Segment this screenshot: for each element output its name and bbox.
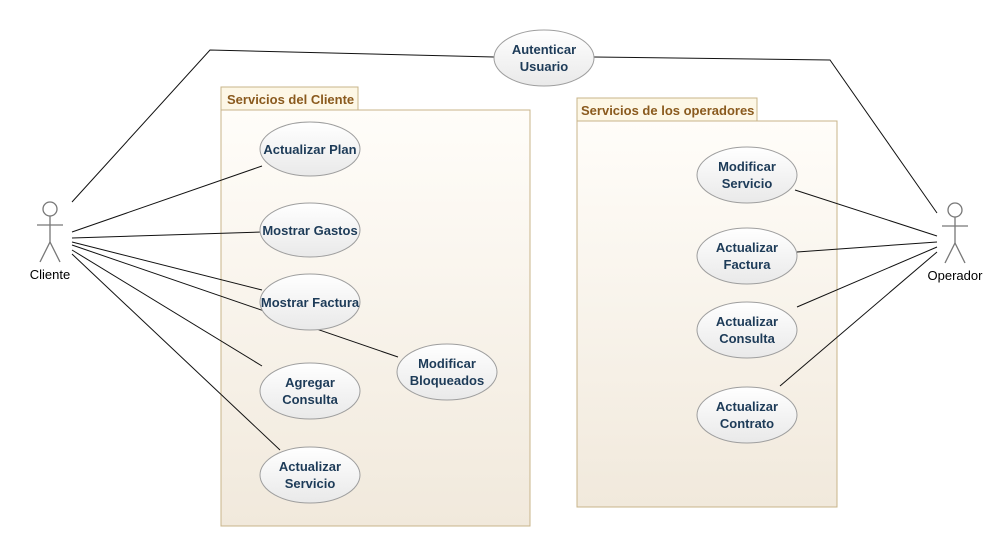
use-case-label-line2: Bloqueados: [410, 373, 484, 388]
use-case-label: Mostrar Factura: [261, 295, 360, 310]
use-case-label-line1: Actualizar: [716, 240, 778, 255]
association-cliente-actualizar-servicio: [71, 253, 281, 451]
use-case-actualizar-contrato[interactable]: Actualizar Contrato: [696, 386, 798, 444]
use-case-ellipse: [396, 343, 498, 401]
associations: [71, 49, 938, 451]
association-operador-actualizar-contrato: [779, 251, 938, 387]
use-case-actualizar-factura[interactable]: Actualizar Factura: [696, 227, 798, 285]
package-tab: [576, 97, 758, 122]
use-case-modificar-servicio[interactable]: Modificar Servicio: [696, 146, 798, 204]
use-case-mostrar-gastos[interactable]: Mostrar Gastos: [259, 202, 361, 258]
package-title: Servicios de los operadores: [581, 103, 754, 118]
use-case-label-line1: Modificar: [418, 356, 476, 371]
use-case-label-line1: Modificar: [718, 159, 776, 174]
use-case-label-line1: Actualizar: [279, 459, 341, 474]
use-case-autenticar-usuario[interactable]: Autenticar Usuario: [493, 29, 595, 87]
use-case-ellipse: [259, 362, 361, 420]
use-case-label: Mostrar Gastos: [262, 223, 357, 238]
use-case-modificar-bloqueados[interactable]: Modificar Bloqueados: [396, 343, 498, 401]
use-case-ellipse: [696, 227, 798, 285]
association-cliente-mostrar-gastos: [71, 231, 263, 239]
association-cliente-agregar-consulta: [71, 249, 263, 367]
use-case-label-line2: Consulta: [719, 331, 775, 346]
actor-label: Cliente: [30, 267, 70, 282]
use-case-label-line1: Agregar: [285, 375, 335, 390]
association-operador-actualizar-factura: [796, 241, 938, 253]
package-tab: [220, 86, 359, 111]
use-case-ellipse: [696, 301, 798, 359]
use-case-ellipse: [696, 146, 798, 204]
association-cliente-modificar-bloqueados: [71, 244, 399, 358]
use-case-ellipse: [259, 202, 361, 258]
actor-operador[interactable]: Operador: [928, 202, 984, 283]
association-cliente-mostrar-factura: [71, 241, 263, 291]
association-operador-actualizar-consulta: [796, 246, 938, 308]
use-case-actualizar-plan[interactable]: Actualizar Plan: [259, 121, 361, 177]
use-case-ellipse: [259, 273, 361, 331]
use-case-agregar-consulta[interactable]: Agregar Consulta: [259, 362, 361, 420]
use-case-ellipse: [259, 121, 361, 177]
use-case-label-line2: Servicio: [285, 476, 336, 491]
use-case-label-line2: Servicio: [722, 176, 773, 191]
package-title: Servicios del Cliente: [227, 92, 354, 107]
use-case-ellipse: [493, 29, 595, 87]
use-case-ellipse: [259, 446, 361, 504]
actor-stick-figure-icon: [942, 202, 968, 264]
association-cliente-actualizar-plan: [71, 165, 263, 233]
use-case-ellipse: [696, 386, 798, 444]
use-case-label-line2: Factura: [724, 257, 772, 272]
actor-stick-figure-icon: [37, 201, 63, 263]
use-case-actualizar-servicio[interactable]: Actualizar Servicio: [259, 446, 361, 504]
actor-label: Operador: [928, 268, 984, 283]
use-case-label-line2: Contrato: [720, 416, 774, 431]
association-operador-modificar-servicio: [794, 189, 938, 237]
use-case-label-line2: Usuario: [520, 59, 568, 74]
use-case-label-line1: Autenticar: [512, 42, 576, 57]
use-case-label-line1: Actualizar: [716, 399, 778, 414]
actor-cliente[interactable]: Cliente: [30, 201, 70, 282]
use-case-label: Actualizar Plan: [263, 142, 356, 157]
use-case-mostrar-factura[interactable]: Mostrar Factura: [259, 273, 361, 331]
use-case-label-line2: Consulta: [282, 392, 338, 407]
use-case-label-line1: Actualizar: [716, 314, 778, 329]
association-cliente-autenticar: [71, 49, 495, 203]
association-operador-autenticar: [593, 56, 938, 214]
use-case-actualizar-consulta[interactable]: Actualizar Consulta: [696, 301, 798, 359]
